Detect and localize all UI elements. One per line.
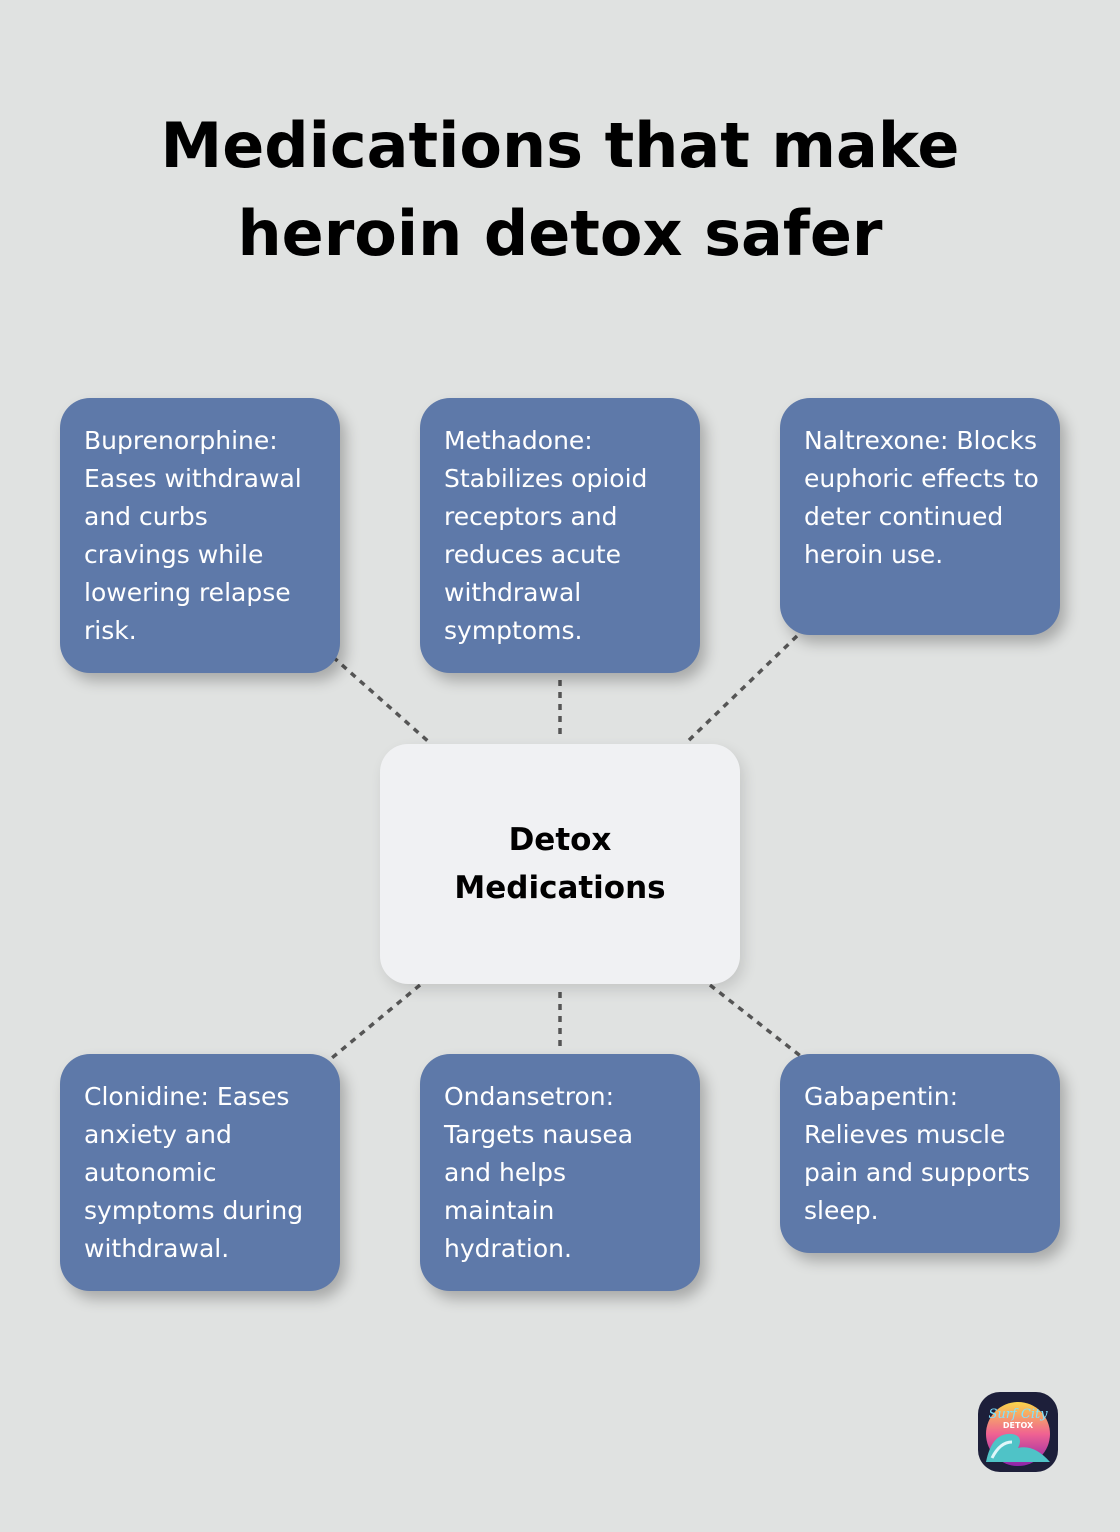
card-methadone: Methadone: Stabilizes opioid receptors a… bbox=[420, 398, 700, 673]
connector-clonidine bbox=[325, 983, 422, 1064]
page-title: Medications that make heroin detox safer bbox=[160, 109, 960, 270]
connector-gabapentin bbox=[708, 983, 805, 1060]
card-gabapentin: Gabapentin: Relieves muscle pain and sup… bbox=[780, 1054, 1060, 1253]
svg-text:Surf City: Surf City bbox=[988, 1407, 1048, 1422]
wave-logo-icon: Surf City DETOX bbox=[986, 1402, 1050, 1466]
center-node: Detox Medications bbox=[380, 744, 740, 984]
card-naltrexone: Naltrexone: Blocks euphoric effects to d… bbox=[780, 398, 1060, 635]
logo: Surf City DETOX bbox=[978, 1392, 1058, 1472]
svg-text:DETOX: DETOX bbox=[1003, 1421, 1034, 1430]
connector-naltrexone bbox=[684, 634, 799, 745]
card-buprenorphine: Buprenorphine: Eases withdrawal and curb… bbox=[60, 398, 340, 673]
connector-buprenorphine bbox=[331, 655, 432, 745]
card-clonidine: Clonidine: Eases anxiety and autonomic s… bbox=[60, 1054, 340, 1291]
card-ondansetron: Ondansetron: Targets nausea and helps ma… bbox=[420, 1054, 700, 1291]
center-label: Detox Medications bbox=[454, 822, 666, 906]
